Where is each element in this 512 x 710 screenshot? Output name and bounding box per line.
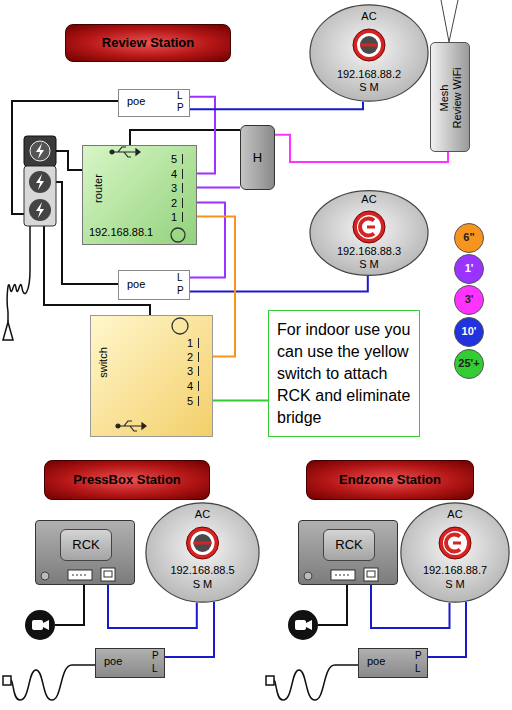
port-number: 2 xyxy=(171,197,183,210)
port-number: 5 xyxy=(171,153,183,166)
access-point-label: AC xyxy=(145,508,260,521)
cable xyxy=(165,602,214,657)
access-point: AC 192.168.88.2S M xyxy=(309,4,429,102)
cable-length-label: 6" xyxy=(463,231,474,244)
power-strip xyxy=(24,136,56,226)
port-number: 4 xyxy=(171,168,183,181)
rck-controller-label: RCK xyxy=(60,529,112,561)
cable-length-swatch: 1' xyxy=(454,254,484,284)
poe-injector-label: poe xyxy=(367,655,385,668)
poe-injector-label: L xyxy=(152,663,158,675)
port-number: 1 xyxy=(187,337,199,350)
poe-injector: poe LP xyxy=(118,270,190,300)
poe-injector-label: L xyxy=(177,90,183,102)
port-number: 3 xyxy=(187,365,199,378)
rck-controller-label: RCK xyxy=(323,529,375,561)
access-point-label: AC xyxy=(309,193,429,206)
hub-box-label: H xyxy=(241,150,274,166)
poe-injector-label: poe xyxy=(104,655,122,668)
access-point-label: S M xyxy=(145,578,260,591)
access-point-label: AC xyxy=(400,508,510,521)
cable-length-swatch: 6" xyxy=(454,223,484,253)
note-box-label: For indoor use you can use the yellow sw… xyxy=(277,319,413,429)
router-box: router 5 43 21 192.168.88.1 xyxy=(82,145,197,245)
access-point-label: 192.168.88.3 xyxy=(309,245,429,258)
cable-length-label: 25'+ xyxy=(458,357,479,370)
poe-injector-label: P xyxy=(415,650,422,662)
station-title: Review Station xyxy=(65,24,231,62)
camera-icon xyxy=(25,610,318,640)
access-point-label: 192.168.88.5 xyxy=(145,564,260,577)
poe-injector-label: L xyxy=(177,272,183,284)
access-point-label: S M xyxy=(309,258,429,271)
access-point: AC 192.168.88.3S M xyxy=(309,190,429,276)
cable-length-label: 3' xyxy=(465,293,474,306)
port-number: 3 xyxy=(171,182,183,195)
access-point-label: AC xyxy=(309,10,429,23)
cable-length-swatch: 3' xyxy=(454,285,484,315)
access-point: AC 192.168.88.5S M xyxy=(145,502,260,603)
cable xyxy=(197,187,240,189)
poe-injector: poe PL xyxy=(358,648,428,678)
cable-length-label: 10' xyxy=(462,325,477,338)
port-number: 5 xyxy=(187,395,199,408)
mesh-radio: Mesh Review WiFi xyxy=(430,42,470,152)
rck-controller: RCK xyxy=(35,520,135,585)
note-box: For indoor use you can use the yellow sw… xyxy=(268,310,420,437)
station-title-label: Review Station xyxy=(66,35,230,51)
hub-box: H xyxy=(240,125,275,190)
router-box-label: 192.168.88.1 xyxy=(89,226,153,239)
poe-injector-label: P xyxy=(177,285,184,297)
network-switch-label: switch xyxy=(97,338,110,388)
antenna xyxy=(441,0,458,42)
access-point-label: 192.168.88.7 xyxy=(400,564,510,577)
poe-injector-label: poe xyxy=(127,278,145,291)
port-number: 1 xyxy=(171,211,183,224)
port-number: 4 xyxy=(187,380,199,393)
poe-injector: poe PL xyxy=(95,648,165,678)
station-title-label: Endzone Station xyxy=(307,472,473,488)
router-box-label: router xyxy=(92,164,105,214)
power-plug-coil xyxy=(3,226,358,700)
poe-injector-label: L xyxy=(415,663,421,675)
poe-injector: poe LP xyxy=(118,89,190,117)
port-number: 2 xyxy=(187,351,199,364)
rck-controller: RCK xyxy=(298,520,398,585)
poe-injector-label: poe xyxy=(127,95,145,108)
station-title-label: PressBox Station xyxy=(45,472,209,488)
mesh-radio-label: Mesh Review WiFi xyxy=(438,67,464,130)
cable-length-swatch: 25'+ xyxy=(454,349,484,379)
cable xyxy=(190,276,368,292)
poe-injector-label: P xyxy=(152,650,159,662)
cable xyxy=(428,602,466,657)
station-title: PressBox Station xyxy=(44,460,210,500)
access-point-label: S M xyxy=(400,578,510,591)
cable xyxy=(190,102,363,109)
access-point-label: 192.168.88.2 xyxy=(309,68,429,81)
poe-injector-label: P xyxy=(177,102,184,114)
station-title: Endzone Station xyxy=(306,460,474,500)
cable-length-label: 1' xyxy=(465,262,474,275)
access-point-label: S M xyxy=(309,81,429,94)
cable xyxy=(275,135,448,162)
cable-length-swatch: 10' xyxy=(454,317,484,347)
cable xyxy=(213,399,268,401)
access-point: AC 192.168.88.7S M xyxy=(400,502,510,603)
network-switch: switch 123 4 5 xyxy=(90,315,213,437)
